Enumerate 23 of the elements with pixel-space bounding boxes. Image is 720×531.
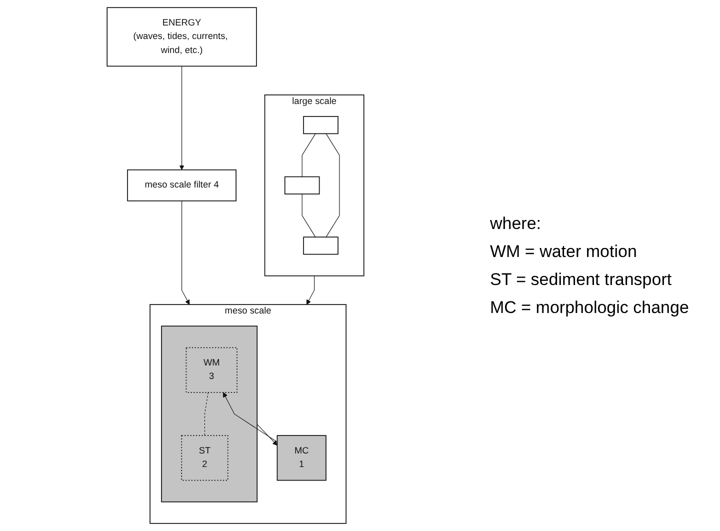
node-box: ST 2: [180, 435, 228, 481]
legend-entry: WM = water motion: [490, 242, 638, 262]
legend-heading: where:: [490, 214, 542, 234]
cluster: [160, 326, 258, 502]
node-box: MC 1: [276, 435, 326, 481]
cluster: large scale: [264, 94, 364, 276]
connector: [301, 194, 316, 238]
node-box: [284, 176, 320, 194]
node-box: [302, 236, 338, 255]
connector: [301, 133, 316, 178]
arrow: [181, 200, 190, 305]
connector: [325, 133, 340, 238]
arrow: [178, 66, 184, 170]
node-box: WM 3: [185, 347, 237, 393]
arrow: [306, 276, 314, 305]
node-box: meso scale filter 4: [126, 169, 236, 202]
legend-entry: ST = sediment transport: [490, 270, 673, 290]
node-box: [302, 116, 338, 134]
connector: [204, 392, 208, 436]
legend-entry: MC = morphologic change: [490, 298, 689, 318]
node-box: ENERGY (waves, tides, currents, wind, etc.): [106, 7, 256, 67]
arrow: [256, 424, 277, 446]
arrow: [222, 392, 278, 442]
